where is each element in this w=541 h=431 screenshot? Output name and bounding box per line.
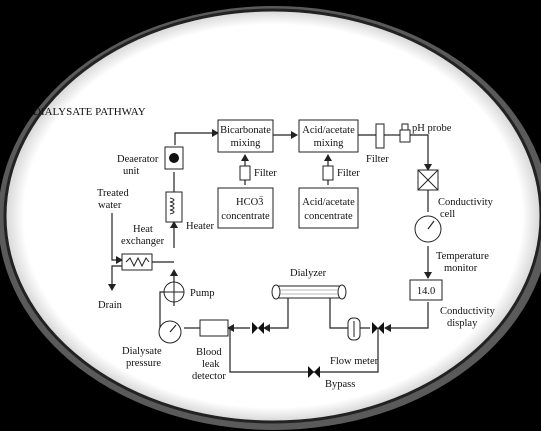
temperature-monitor-label-1: Temperature xyxy=(436,251,489,262)
hco3-concentrate-label: concentrate xyxy=(221,211,270,222)
conductivity-cell-label-1: Conductivity xyxy=(438,197,494,208)
pipe-drain xyxy=(108,265,122,291)
bypass-label: Bypass xyxy=(325,379,355,390)
conductivity-display-value: 14.0 xyxy=(417,286,435,297)
diagram-title: DIALYSATE PATHWAY xyxy=(33,106,146,118)
filter-1-label: Filter xyxy=(254,168,277,179)
acid-acetate-concentrate-label-2: concentrate xyxy=(304,211,353,222)
deaerator-icon xyxy=(169,153,179,163)
acid-acetate-mixing-box xyxy=(298,119,359,153)
ph-probe xyxy=(399,129,411,143)
filter-hco3 xyxy=(239,165,251,181)
acid-acetate-concentrate-label-1: Acid/acetate xyxy=(302,197,355,208)
dialyzer-label: Dialyzer xyxy=(290,268,327,279)
filter-acid xyxy=(322,165,334,181)
conductivity-cell-cross-2 xyxy=(417,169,439,191)
drain-label: Drain xyxy=(98,300,123,311)
heater xyxy=(165,191,183,223)
filter-3-label: Filter xyxy=(366,154,389,165)
hco3-concentrate-box xyxy=(217,187,274,229)
heat-exchanger-label-2: exchanger xyxy=(121,236,165,247)
acid-acetate-concentrate-box xyxy=(298,187,359,229)
conductivity-cell-label-2: cell xyxy=(440,209,455,220)
blood-leak-label-1: Blood xyxy=(196,347,222,358)
dialyzer-end-right xyxy=(337,284,347,300)
bicarbonate-mixing-label-2: mixing xyxy=(231,138,262,149)
temperature-monitor-label-2: monitor xyxy=(444,263,478,274)
blood-leak-label-2: leak xyxy=(202,359,220,370)
dialysate-pressure-label-2: pressure xyxy=(126,358,161,369)
deaerator-label: Deaerator xyxy=(117,154,159,165)
pump-label: Pump xyxy=(190,288,215,299)
heat-exchanger-zigzag-icon xyxy=(125,256,150,268)
pipe-display-to-valve xyxy=(384,302,429,332)
hco3-label: HCO3 xyxy=(236,197,263,208)
deaerator-label-2: unit xyxy=(123,166,139,177)
dialysate-pressure-label: Dialysate xyxy=(122,346,162,357)
heater-coil-icon xyxy=(169,197,175,215)
pipe-bypass xyxy=(229,328,379,373)
ph-probe-label: pH probe xyxy=(412,123,452,134)
temperature-gauge-needle-icon xyxy=(427,220,435,230)
blood-leak-detector xyxy=(199,319,229,337)
ph-probe-tip-icon xyxy=(401,123,409,131)
pipe-ph-to-conductivity xyxy=(410,134,432,171)
heat-exchanger-label: Heat xyxy=(133,224,153,235)
dialyzer xyxy=(273,285,345,299)
filter-2-label: Filter xyxy=(337,168,360,179)
dialyzer-end-left xyxy=(271,284,281,300)
acid-acetate-mixing-label-2: mixing xyxy=(314,138,345,149)
pressure-gauge-needle-icon xyxy=(169,324,177,333)
valve-bypass xyxy=(308,366,320,378)
bicarbonate-mixing-label-1: Bicarbonate xyxy=(220,125,271,136)
filter-main xyxy=(375,123,385,149)
bicarbonate-mixing-box xyxy=(217,119,274,153)
acid-acetate-mixing-label-1: Acid/acetate xyxy=(302,125,355,136)
flow-meter-label: Flow meter xyxy=(330,356,379,367)
valve-dialyzer-outlet xyxy=(252,322,264,334)
conductivity-display-label-2: display xyxy=(447,318,478,329)
treated-water-label: Treated xyxy=(97,188,129,199)
valve-dialyzer-inlet xyxy=(372,322,384,334)
blood-leak-label-3: detector xyxy=(192,371,226,382)
hco3-superscript: − xyxy=(259,192,264,201)
treated-water-label-2: water xyxy=(98,200,122,211)
conductivity-display-label-1: Conductivity xyxy=(440,306,496,317)
conductivity-display-box xyxy=(409,279,443,301)
pipe-deaerator-to-bicarb xyxy=(174,129,219,145)
heater-label: Heater xyxy=(186,221,214,232)
pipe-treated-water xyxy=(111,213,123,264)
